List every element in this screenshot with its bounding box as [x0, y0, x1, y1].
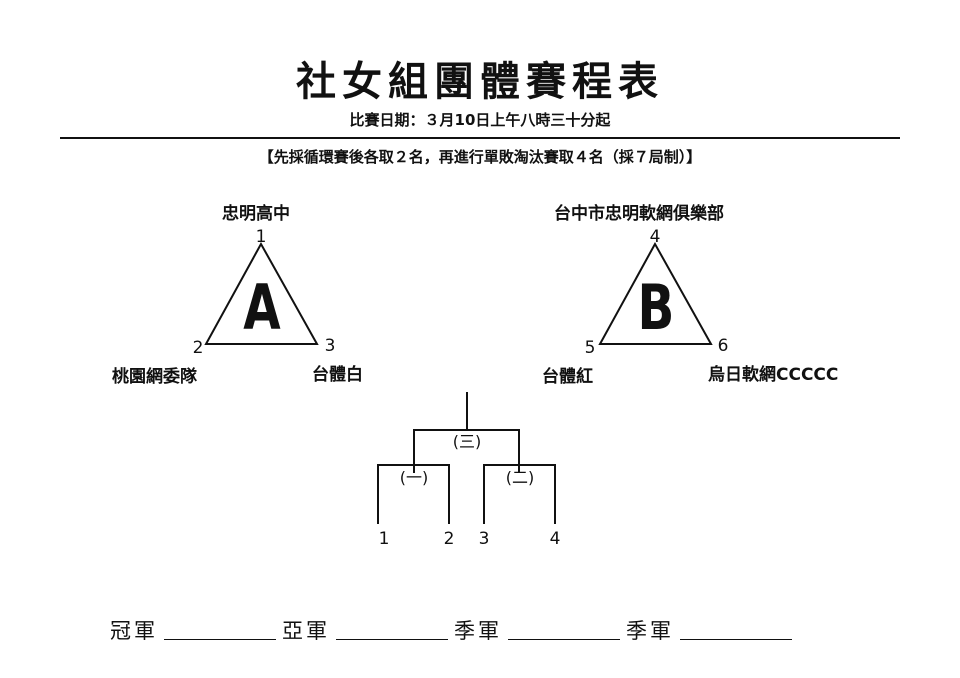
group-a-triangle: [204, 241, 319, 345]
group-b-right-num: 6: [717, 336, 729, 356]
results-footer: 冠軍 亞軍 季軍 季軍: [110, 617, 798, 645]
bracket-seed-4: 4: [549, 529, 561, 549]
third-place-label-2: 季軍: [626, 619, 674, 643]
champion-blank: [164, 639, 276, 640]
header-divider: [60, 137, 900, 139]
group-a-right-team: 台體白: [312, 365, 363, 385]
group-b-left-team: 台體紅: [542, 367, 593, 387]
bracket-seed-2: 2: [443, 529, 455, 549]
third-place-blank-2: [680, 639, 792, 640]
group-b-top-team: 台中市忠明軟網俱樂部: [554, 204, 724, 224]
group-b-left-num: 5: [584, 338, 596, 358]
group-a-top-team: 忠明高中: [222, 204, 290, 224]
bracket-final-label: (三): [452, 432, 482, 451]
group-b-letter: B: [637, 271, 675, 344]
format-rules: 【先採循環賽後各取２名，再進行單敗淘汰賽取４名（採７局制）】: [258, 148, 702, 166]
page-title: 社女組團體賽程表: [296, 59, 664, 105]
group-b-top-num: 4: [649, 227, 661, 247]
bracket-semi1-label: (一): [399, 468, 429, 487]
knockout-bracket: [377, 392, 556, 524]
bracket-semi1-line: [377, 464, 450, 524]
bracket-final-line: [413, 429, 520, 473]
group-b-triangle: [598, 241, 713, 345]
bracket-semi2-line: [483, 464, 556, 524]
third-place-label-1: 季軍: [454, 619, 502, 643]
group-b-right-team: 烏日軟網CCCCC: [708, 365, 839, 385]
runner-up-label: 亞軍: [282, 619, 330, 643]
group-a-left-team: 桃園網委隊: [112, 367, 197, 387]
champion-label: 冠軍: [110, 619, 158, 643]
runner-up-blank: [336, 639, 448, 640]
third-place-blank-1: [508, 639, 620, 640]
group-a-top-num: 1: [255, 227, 267, 247]
match-date: 比賽日期：３月10日上午八時三十分起: [349, 111, 611, 129]
group-a-left-num: 2: [192, 338, 204, 358]
group-a-letter: A: [243, 271, 281, 344]
group-a-right-num: 3: [324, 336, 336, 356]
bracket-seed-1: 1: [378, 529, 390, 549]
bracket-seed-3: 3: [478, 529, 490, 549]
bracket-semi2-label: (二): [505, 468, 535, 487]
